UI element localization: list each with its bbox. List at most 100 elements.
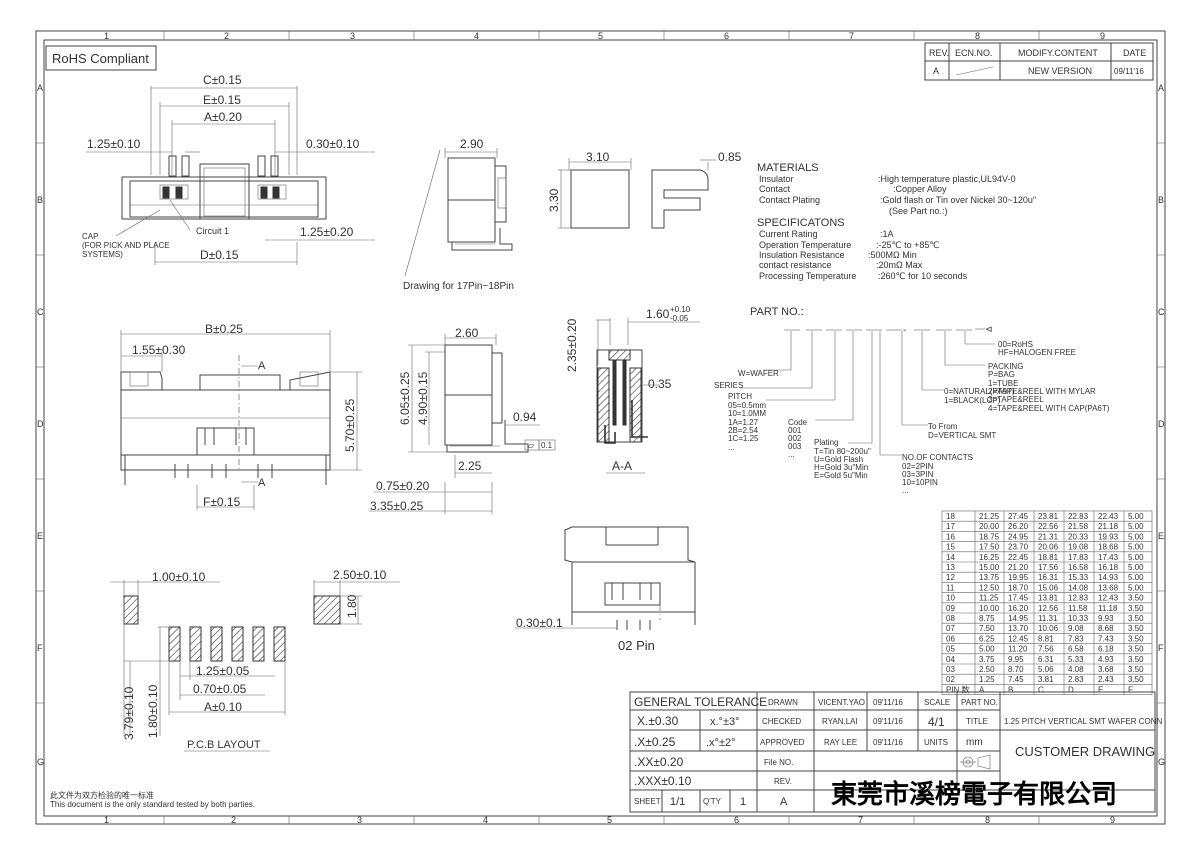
- pn-plating-0: Plating: [814, 438, 838, 447]
- dim-table-header: D: [1068, 685, 1074, 694]
- zone-row-a: A: [37, 83, 43, 93]
- zone-col-3-bottom: 3: [357, 815, 362, 825]
- pn-contacts-2: 03=3PIN: [902, 470, 934, 479]
- pn-packing-5: 4=TAPE&REEL WITH CAP(PA6T): [988, 404, 1110, 413]
- zone-col-1: 1: [104, 31, 109, 41]
- company-name: 東莞市溪榜電子有限公司: [831, 779, 1117, 810]
- revision-table: REV. ECN.NO. MODIFY.CONTENT DATE A NEW V…: [924, 42, 1154, 81]
- dim-table-cell: 15.00: [979, 563, 1000, 572]
- drawn-label: DRAWN: [768, 698, 798, 707]
- front-dim-b: B±0.25: [205, 322, 243, 336]
- dim-table-cell: 3.75: [979, 655, 995, 664]
- zone-col-9-bottom: 9: [1110, 815, 1115, 825]
- rohs-badge: RoHS Compliant: [45, 45, 157, 71]
- dim-table-cell: 5.00: [1128, 573, 1144, 582]
- two-pin-view: 0.30±0.1 02 Pin: [515, 526, 696, 653]
- dim-table-cell: 1.25: [979, 675, 995, 684]
- section-dim-contact: 0.35: [648, 377, 672, 391]
- dim-table-cell: 9.93: [1098, 614, 1114, 623]
- pn-code-3: 003: [788, 442, 802, 451]
- pcb-dim-support-width: 2.50±0.10: [333, 568, 387, 582]
- spec-resistance-value: :20mΩ Max: [876, 260, 923, 270]
- dim-table-cell: 16.18: [1098, 563, 1119, 572]
- approved-label: APPROVED: [760, 738, 805, 747]
- dim-table-cell: 8.75: [979, 614, 995, 623]
- section-a-a: 2.35±0.20 1.60 +0.10 -0.05 0.35 A-A: [565, 305, 700, 474]
- dim-table-cell: 3.50: [1128, 624, 1144, 633]
- dim-table-cell: 7.56: [1038, 645, 1054, 654]
- pn-contacts-1: 02=2PIN: [902, 462, 934, 471]
- dim-table-cell: 18.70: [1008, 583, 1029, 592]
- section-label: A-A: [612, 459, 632, 473]
- dim-table-header: F: [1128, 685, 1133, 694]
- date-header: DATE: [1123, 48, 1146, 58]
- pn-code-2: 002: [788, 434, 802, 443]
- zone-row-a-right: A: [1158, 83, 1164, 93]
- zone-row-b-right: B: [1158, 195, 1164, 205]
- dim-table-cell: 18: [946, 512, 955, 521]
- checked-label: CHECKED: [762, 717, 801, 726]
- pcb-layout: 1.00±0.10 2.50±0.10 1.80 1.25±0.05 0.70±…: [110, 568, 400, 752]
- footer-note: 此文件为双方检验的唯一标准 This document is the only …: [50, 790, 255, 809]
- spec-temp-value: :-25℃ to +85℃: [876, 240, 940, 250]
- pn-code-1: 001: [788, 426, 802, 435]
- zone-col-8-bottom: 8: [985, 815, 990, 825]
- dim-table-cell: 5.00: [1128, 543, 1144, 552]
- ecn-header: ECN.NO.: [955, 48, 993, 58]
- dim-table-cell: 11.31: [1038, 614, 1058, 623]
- pn-plating-2: U=Gold Flash: [814, 455, 863, 464]
- dim-table-cell: 03: [946, 665, 955, 674]
- dim-table-cell: 20.00: [979, 522, 1000, 531]
- dim-table-cell: 11.25: [979, 594, 999, 603]
- dim-table-cell: 12.50: [979, 583, 1000, 592]
- dim-table-header: E: [1098, 685, 1103, 694]
- file-no-label: File NO.: [764, 758, 793, 767]
- sheet-value: 1/1: [670, 796, 685, 808]
- dim-table-cell: 3.50: [1128, 614, 1144, 623]
- materials-specs: MATERIALS Insulator :High temperature pl…: [757, 162, 1036, 281]
- side-flatness-symbol: ▱: [528, 441, 535, 450]
- dim-table-cell: 17.45: [1008, 594, 1029, 603]
- dim-table-cell: 27.45: [1008, 512, 1029, 521]
- approved-name: RAY LEE: [824, 738, 857, 747]
- zone-row-d: D: [37, 419, 44, 429]
- spec-current-label: Current Rating: [759, 229, 818, 239]
- spec-resistance-label: contact resistance: [759, 260, 832, 270]
- dim-table-cell: 23.81: [1038, 512, 1059, 521]
- side-flatness-value: 0.1: [541, 441, 553, 450]
- dim-table-cell: 10: [946, 594, 955, 603]
- cap-note-3: SYSTEMS): [82, 250, 123, 259]
- dim-table-cell: 17.83: [1068, 553, 1089, 562]
- dim-table-cell: 5.00: [1128, 522, 1144, 531]
- dim-table-cell: 11: [946, 583, 955, 592]
- dim-table-cell: 3.81: [1038, 675, 1054, 684]
- pcb-dim-pad-width: 1.00±0.10: [152, 570, 206, 584]
- zone-col-1-bottom: 1: [104, 815, 109, 825]
- dim-table-cell: 17.50: [979, 543, 1000, 552]
- projection-symbol-icon: [960, 754, 991, 770]
- dim-table-cell: 18.81: [1038, 553, 1059, 562]
- top-dim-d: D±0.15: [200, 248, 239, 262]
- dim-table-cell: 21.31: [1038, 532, 1059, 541]
- dim-table-cell: 13: [946, 563, 955, 572]
- zone-col-3: 3: [350, 31, 355, 41]
- dim-table-cell: 06: [946, 634, 955, 643]
- tolerance-dot-x: .X±0.25: [634, 735, 676, 749]
- dim-table-cell: 22.43: [1098, 512, 1119, 521]
- pn-pitch-3: 1A=1.27: [728, 418, 759, 427]
- zone-col-5-bottom: 5: [607, 815, 612, 825]
- dim-table-cell: 04: [946, 655, 955, 664]
- dim-table-cell: 16.58: [1068, 563, 1089, 572]
- dim-table-cell: 13.75: [979, 573, 1000, 582]
- front-dim-offset: 1.55±0.30: [132, 343, 186, 357]
- dim-table-cell: 12.56: [1038, 604, 1059, 613]
- two-pin-dim: 0.30±0.1: [516, 616, 563, 630]
- dim-table-cell: 20.33: [1068, 532, 1089, 541]
- dim-table-cell: 22.56: [1038, 522, 1059, 531]
- pn-form-0: To From: [928, 422, 958, 431]
- dim-table-cell: 9.95: [1008, 655, 1024, 664]
- pn-plating-3: H=Gold 3u"Min: [814, 463, 868, 472]
- section-dim-width: 1.60: [646, 307, 670, 321]
